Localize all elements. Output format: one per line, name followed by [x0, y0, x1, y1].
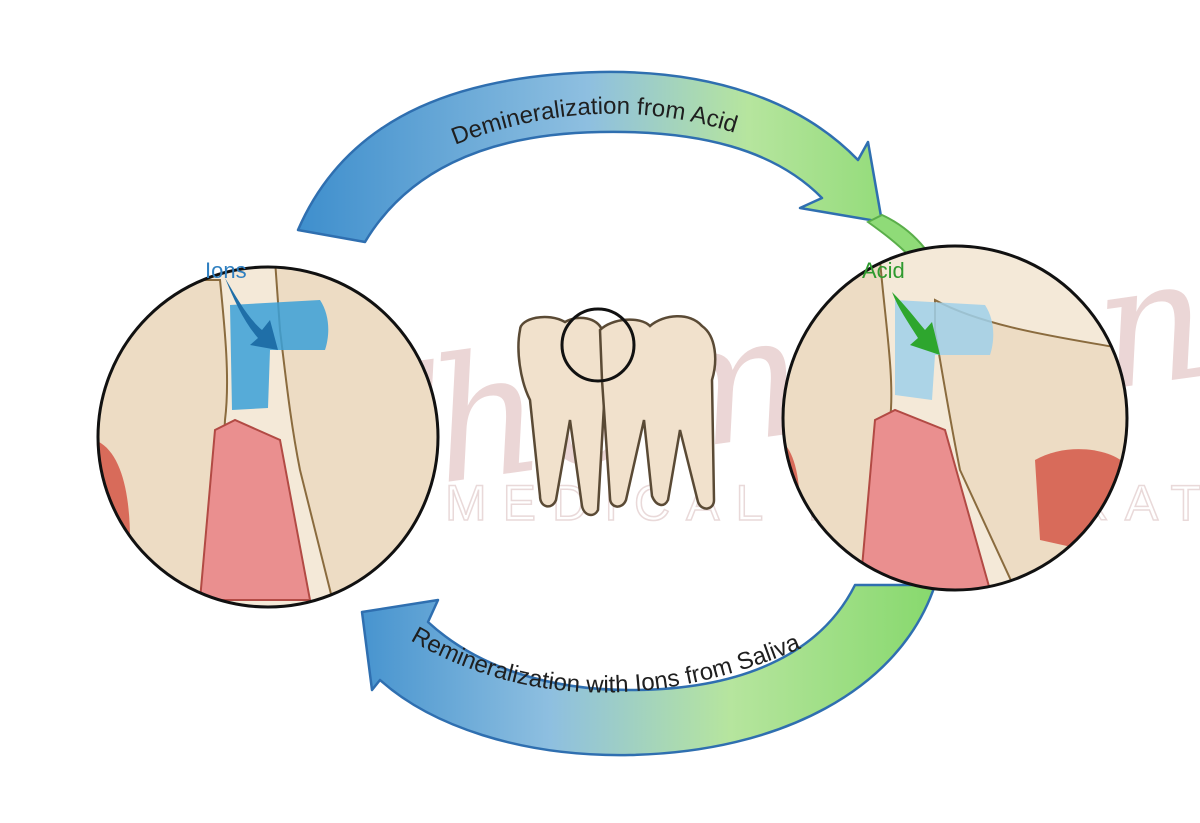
ions-callout: Ions — [205, 258, 247, 283]
molar-illustration — [517, 307, 717, 517]
left-magnified-view: Ions — [96, 258, 440, 609]
demineralization-arrow: Demineralization from Acid — [296, 70, 884, 244]
right-magnified-view: Acid — [781, 244, 1129, 592]
acid-callout: Acid — [862, 258, 905, 283]
remineralization-arrow: Remineralization with Ions from Saliva — [360, 583, 937, 757]
